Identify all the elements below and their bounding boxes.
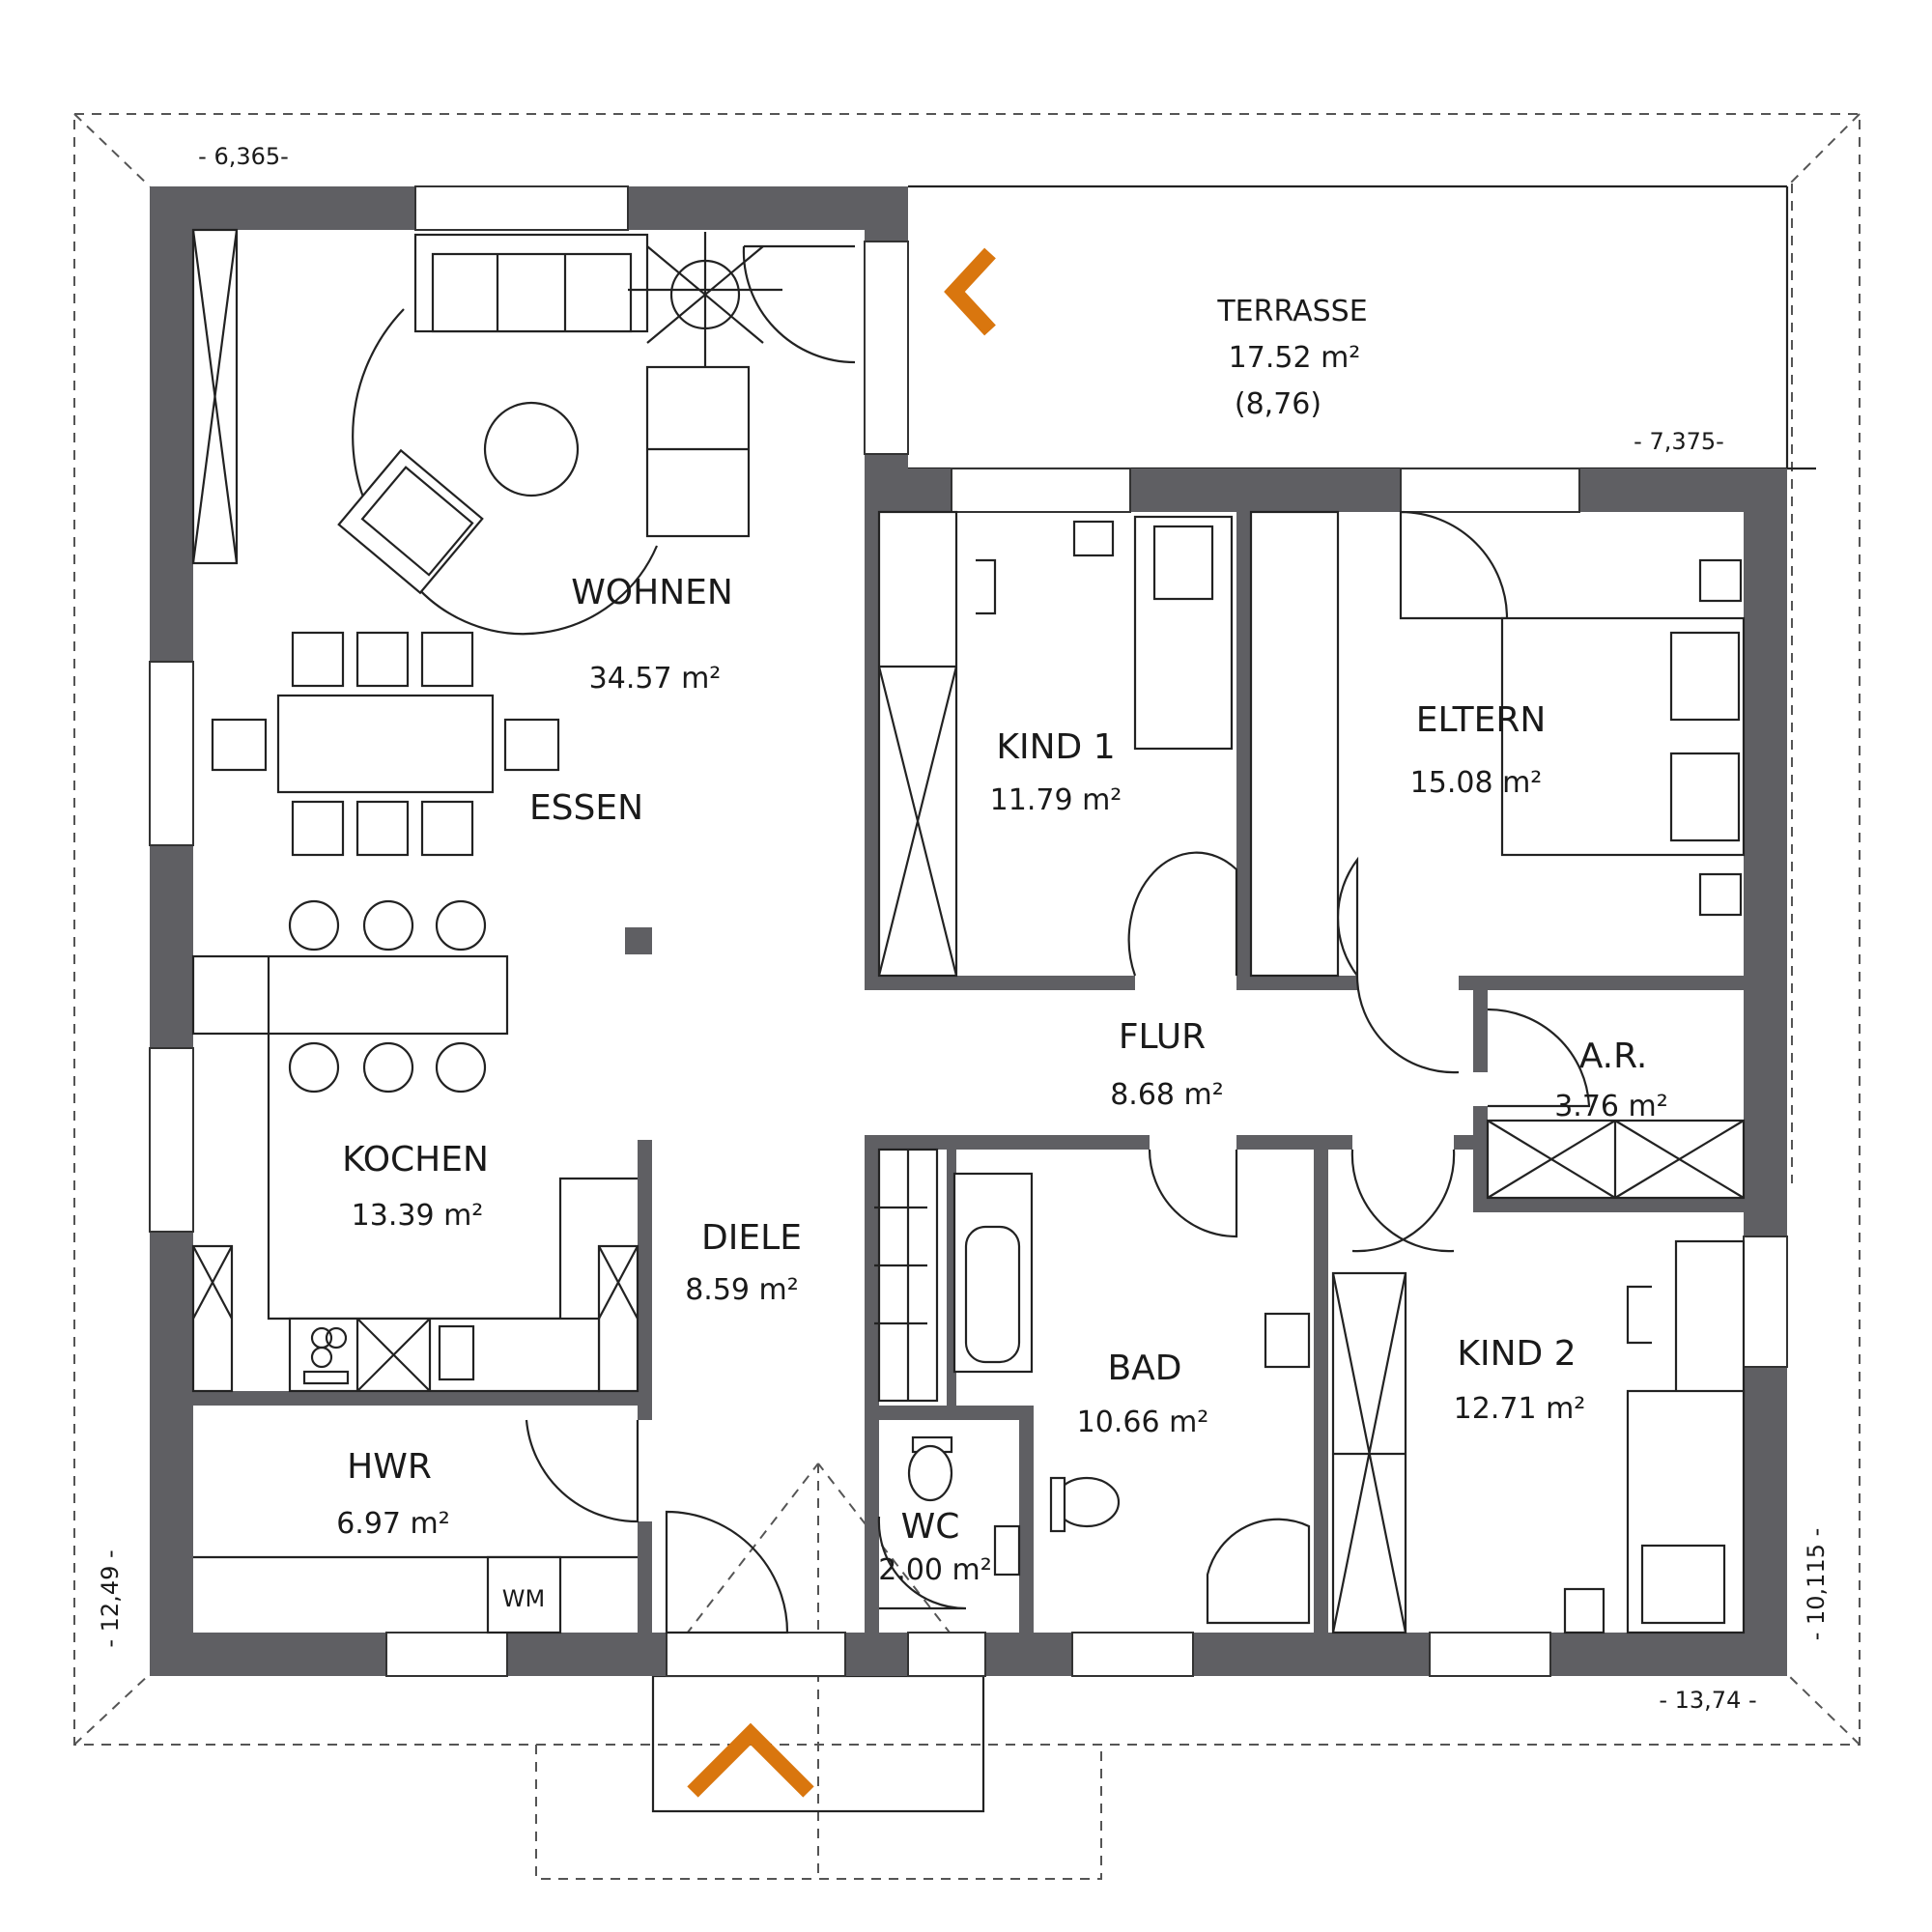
dimension-bottom-right: - 13,74 - bbox=[1659, 1687, 1756, 1714]
eltern-furniture bbox=[1249, 510, 1746, 978]
main-entry-arrow-icon bbox=[687, 1722, 814, 1798]
room-area-ar: 3.76 m² bbox=[1554, 1090, 1668, 1123]
roof-outline bbox=[73, 113, 1861, 1880]
appliance-label-wm: WM bbox=[502, 1585, 545, 1612]
room-area-wc: 2.00 m² bbox=[878, 1553, 992, 1587]
dimension-labels: - 6,365- - 7,375- - 13,74 - - 12,49 - - … bbox=[97, 143, 1830, 1714]
room-name-essen: ESSEN bbox=[529, 788, 643, 828]
kind1-furniture bbox=[877, 510, 1234, 978]
kind2-furniture bbox=[1331, 1239, 1746, 1634]
room-name-wc: WC bbox=[901, 1507, 960, 1547]
dining-furniture bbox=[211, 631, 560, 857]
dimension-right: - 10,115 - bbox=[1803, 1528, 1830, 1641]
room-area-bad: 10.66 m² bbox=[1077, 1406, 1209, 1439]
dimension-top-left: - 6,365- bbox=[198, 143, 289, 170]
room-area-hwr: 6.97 m² bbox=[336, 1507, 450, 1541]
room-name-kochen: KOCHEN bbox=[342, 1140, 489, 1179]
diele-cabinet bbox=[874, 1148, 939, 1403]
room-name-kind1: KIND 1 bbox=[996, 727, 1115, 767]
terrace-entry-arrow-icon bbox=[944, 247, 996, 336]
room-labels: WOHNEN 34.57 m² ESSEN KOCHEN 13.39 m² DI… bbox=[336, 295, 1668, 1612]
wc-fixtures bbox=[907, 1435, 1021, 1577]
room-name-ar: A.R. bbox=[1579, 1037, 1648, 1076]
dimension-left: - 12,49 - bbox=[97, 1549, 124, 1647]
room-area-kind2: 12.71 m² bbox=[1454, 1392, 1586, 1426]
dimension-top-right: - 7,375- bbox=[1634, 428, 1724, 455]
room-area-diele: 8.59 m² bbox=[685, 1273, 799, 1307]
room-area-flur: 8.68 m² bbox=[1110, 1078, 1224, 1112]
living-furniture bbox=[191, 228, 782, 636]
room-name-terrasse: TERRASSE bbox=[1216, 295, 1367, 328]
room-area-kind1: 11.79 m² bbox=[990, 783, 1122, 817]
terrasse-note: (8,76) bbox=[1235, 387, 1321, 421]
doors bbox=[525, 244, 1591, 1634]
kitchen-furniture bbox=[191, 899, 639, 1393]
bath-fixtures bbox=[952, 1172, 1311, 1625]
room-name-eltern: ELTERN bbox=[1416, 700, 1547, 740]
room-area-wohnen: 34.57 m² bbox=[589, 662, 722, 696]
room-name-diele: DIELE bbox=[701, 1218, 802, 1258]
room-area-kochen: 13.39 m² bbox=[352, 1199, 484, 1233]
room-area-eltern: 15.08 m² bbox=[1410, 766, 1543, 800]
hwr-furniture bbox=[193, 1555, 638, 1634]
room-name-bad: BAD bbox=[1107, 1349, 1181, 1388]
room-name-hwr: HWR bbox=[347, 1447, 432, 1487]
room-area-terrasse: 17.52 m² bbox=[1229, 341, 1361, 375]
windows bbox=[149, 185, 1788, 1677]
room-name-kind2: KIND 2 bbox=[1457, 1334, 1576, 1374]
room-name-wohnen: WOHNEN bbox=[571, 573, 733, 612]
room-name-flur: FLUR bbox=[1119, 1017, 1206, 1057]
ar-shelves bbox=[1486, 1119, 1746, 1200]
